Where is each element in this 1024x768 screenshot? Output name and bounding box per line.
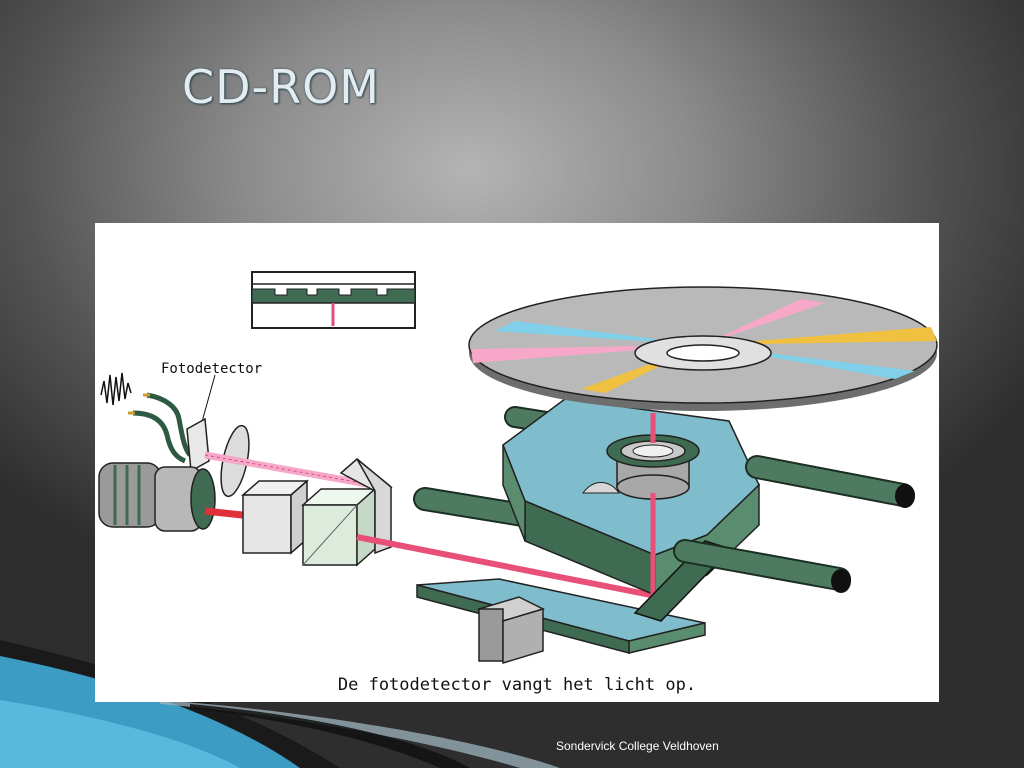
figure-caption: De fotodetector vangt het licht op.: [337, 675, 697, 695]
optical-sled: [416, 398, 760, 654]
wave-light: [0, 700, 240, 768]
guide-rail: [673, 455, 915, 593]
signal-squiggle-icon: [100, 372, 132, 406]
sled-motor-block: [476, 596, 546, 665]
photodetector-label: Fotodetector: [161, 361, 263, 377]
wave-streak: [160, 700, 560, 768]
photodetector-plate: [186, 417, 210, 473]
wave-streak-dark: [190, 704, 470, 768]
slide-title: CD-ROM: [182, 60, 380, 114]
laser-diode: [98, 462, 216, 532]
outgoing-beam: [356, 534, 652, 598]
prism-cube: [301, 458, 393, 567]
cd-rom-drawing: [98, 271, 938, 665]
pit-cross-section-inset: [251, 271, 416, 329]
cd-rom-diagram: Fotodetector De fotodetector vangt het l…: [95, 223, 939, 702]
compact-disc: [468, 286, 938, 411]
detector-wire: [132, 410, 187, 464]
beam-splitter-cube: [241, 479, 309, 555]
objective-lens: [606, 434, 700, 500]
detector-wire: [146, 392, 192, 457]
slide-footer: Sondervick College Veldhoven: [556, 739, 719, 753]
